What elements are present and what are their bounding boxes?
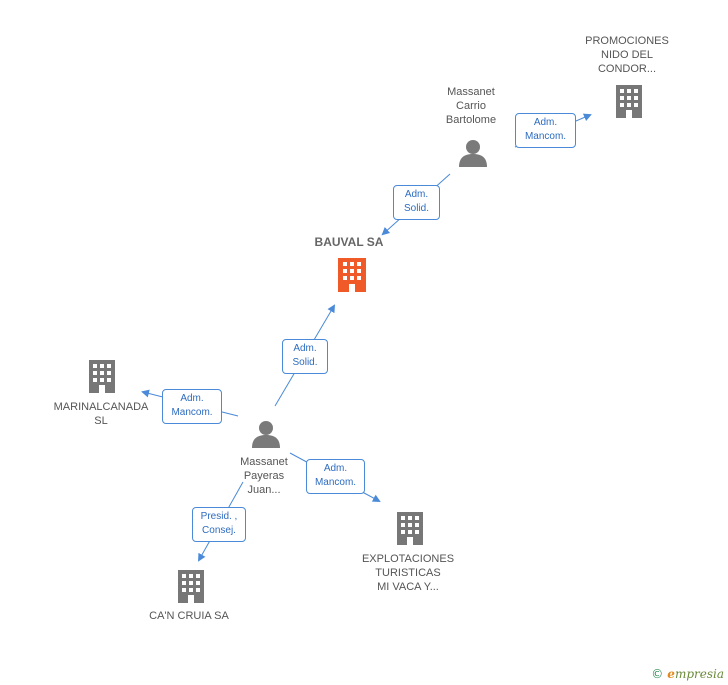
- person-icon: [252, 421, 280, 448]
- node-label-cancruia[interactable]: CA'N CRUIA SA: [149, 610, 229, 622]
- node-label-marinalcanada[interactable]: MARINALCANADA SL: [53, 401, 149, 427]
- building-icon: [397, 512, 423, 545]
- node-label-promociones[interactable]: PROMOCIONES NIDO DEL CONDOR...: [585, 35, 669, 75]
- edge-label-carrio-promociones: Adm. Mancom.: [515, 113, 576, 148]
- brand-logo: empresia: [667, 667, 724, 681]
- node-label-massanet-carrio[interactable]: Massanet Carrio Bartolome: [445, 86, 497, 126]
- person-icon: [459, 140, 487, 167]
- building-icon: [616, 85, 642, 118]
- building-icon: [89, 360, 115, 393]
- edge-label-payeras-explotaciones: Adm. Mancom.: [306, 459, 365, 494]
- node-label-massanet-payeras[interactable]: Massanet Payeras Juan...: [240, 456, 288, 496]
- building-icon: [178, 570, 204, 603]
- node-label-bauval[interactable]: BAUVAL SA: [314, 235, 384, 249]
- edge-label-payeras-cancruia: Presid. , Consej.: [192, 507, 246, 542]
- node-label-explotaciones[interactable]: EXPLOTACIONES TURISTICAS MI VACA Y...: [361, 553, 455, 593]
- edge-label-payeras-bauval: Adm. Solid.: [282, 339, 328, 374]
- brand-footer: © empresia: [651, 667, 724, 681]
- edge-label-carrio-bauval: Adm. Solid.: [393, 185, 440, 220]
- edge-label-payeras-marinalcanada: Adm. Mancom.: [162, 389, 222, 424]
- building-icon-highlighted: [338, 258, 366, 292]
- copyright-icon: ©: [651, 667, 664, 681]
